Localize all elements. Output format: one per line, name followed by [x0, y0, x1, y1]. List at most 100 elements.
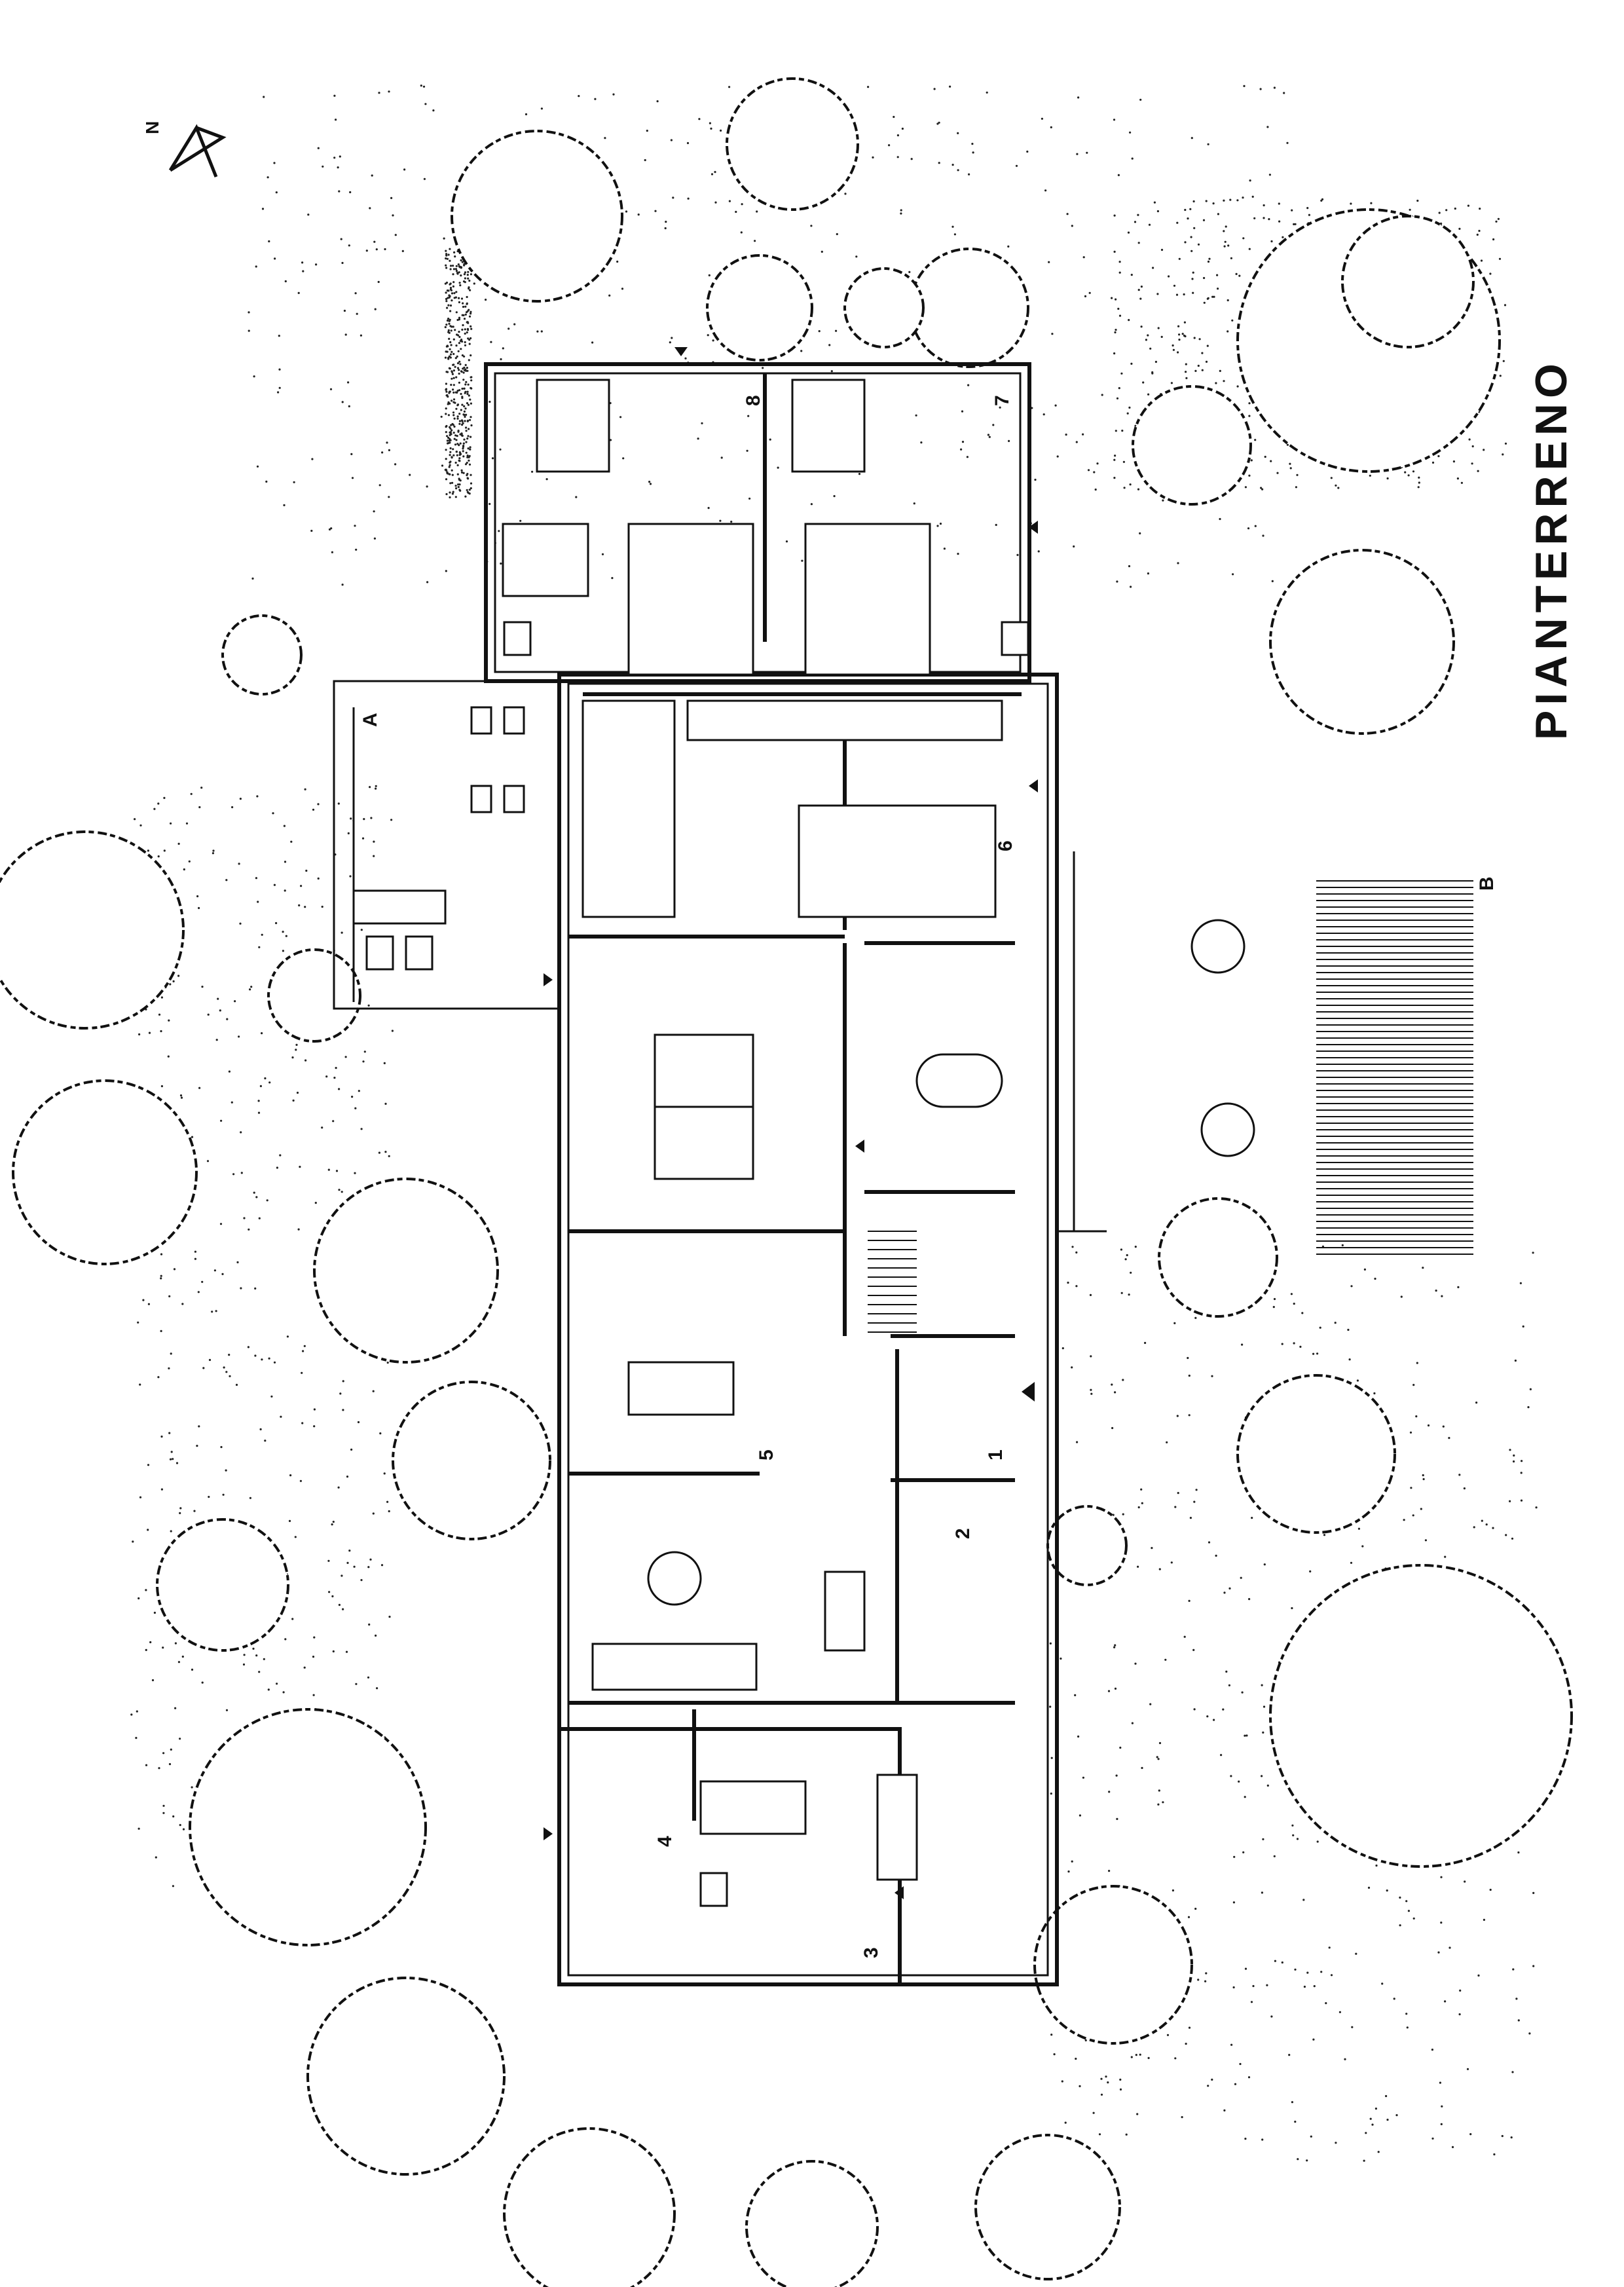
- stipple-dot: [331, 1523, 333, 1526]
- stipple-dot: [357, 1421, 360, 1424]
- stipple-dot: [384, 248, 386, 251]
- stipple-dot: [460, 370, 463, 373]
- stipple-dot: [293, 481, 295, 483]
- stipple-dot: [452, 424, 454, 426]
- stipple-dot: [445, 254, 448, 257]
- stipple-dot: [1050, 1757, 1053, 1759]
- stipple-dot: [1223, 230, 1225, 232]
- stipple-dot: [177, 975, 180, 977]
- stipple-dot: [992, 424, 995, 426]
- stipple-dot: [466, 303, 468, 305]
- stipple-dot: [1007, 245, 1010, 248]
- stipple-dot: [139, 1496, 142, 1498]
- stipple-dot: [1205, 1972, 1208, 1975]
- stipple-dot: [451, 429, 453, 432]
- stipple-dot: [1244, 1967, 1247, 1970]
- stipple-dot: [1466, 2068, 1469, 2070]
- stipple-dot: [1463, 1487, 1466, 1490]
- stipple-dot: [170, 1530, 172, 1533]
- stipple-dot: [363, 1051, 366, 1053]
- stipple-dot: [452, 363, 455, 366]
- stipple-dot: [1335, 484, 1337, 487]
- stipple-dot: [464, 271, 467, 274]
- stipple-dot: [1147, 334, 1149, 337]
- stipple-dot: [138, 1033, 141, 1035]
- stipple-dot: [1116, 397, 1119, 400]
- stipple-dot: [1250, 459, 1253, 462]
- stipple-dot: [1183, 334, 1186, 337]
- stipple-dot: [1252, 1984, 1255, 1988]
- stipple-dot: [239, 922, 242, 925]
- stipple-dot: [1157, 1758, 1160, 1760]
- stipple-dot: [513, 323, 516, 325]
- stipple-dot: [291, 1618, 294, 1620]
- stipple-dot: [198, 1087, 201, 1089]
- stipple-dot: [208, 1496, 210, 1498]
- stipple-dot: [381, 451, 384, 454]
- stipple-dot: [447, 304, 450, 307]
- stipple-dot: [370, 817, 373, 819]
- stipple-dot: [1416, 1362, 1418, 1364]
- stipple-dot: [1195, 1489, 1198, 1491]
- stipple-dot: [225, 879, 228, 882]
- stipple-dot: [1532, 1965, 1535, 1967]
- stipple-dot: [463, 410, 466, 413]
- stipple-dot: [1306, 207, 1309, 210]
- stipple-dot: [469, 289, 471, 291]
- stipple-dot: [1114, 1644, 1116, 1646]
- stipple-dot: [1261, 1775, 1263, 1777]
- stipple-dot: [286, 1335, 289, 1338]
- stipple-dot: [321, 1126, 323, 1129]
- stipple-dot: [714, 171, 716, 174]
- stipple-dot: [449, 447, 452, 450]
- stipple-dot: [449, 268, 452, 270]
- stipple-dot: [710, 127, 712, 130]
- stipple-dot: [254, 1354, 257, 1357]
- stipple-dot: [447, 253, 450, 256]
- stipple-dot: [1065, 434, 1067, 436]
- stipple-dot: [1312, 2038, 1315, 2041]
- stipple-dot: [194, 1257, 196, 1260]
- stipple-dot: [327, 1559, 330, 1562]
- stipple-dot: [461, 396, 464, 398]
- stipple-dot: [1050, 2034, 1053, 2036]
- stipple-dot: [1239, 2062, 1242, 2066]
- stipple-dot: [339, 155, 341, 158]
- stipple-dot: [1115, 298, 1117, 301]
- stipple-dot: [369, 786, 371, 789]
- stipple-dot: [1238, 1780, 1240, 1783]
- stipple-dot: [1197, 1979, 1200, 1981]
- stipple-dot: [1114, 455, 1116, 457]
- stipple-dot: [337, 1486, 340, 1489]
- stipple-dot: [1201, 352, 1204, 354]
- stipple-dot: [1139, 297, 1142, 300]
- stipple-dot: [1188, 2026, 1191, 2029]
- stipple-dot: [1131, 157, 1134, 160]
- stipple-dot: [1166, 2034, 1170, 2036]
- stipple-dot: [420, 84, 422, 87]
- tree-icon: [189, 1708, 427, 1946]
- stipple-dot: [1407, 474, 1410, 477]
- stipple-dot: [1147, 393, 1150, 396]
- stipple-dot: [302, 1350, 304, 1352]
- stipple-dot: [256, 465, 259, 468]
- stipple-dot: [1467, 204, 1469, 207]
- stipple-dot: [957, 553, 959, 555]
- stipple-dot: [1149, 347, 1152, 350]
- stipple-dot: [697, 437, 699, 440]
- stipple-dot: [1471, 462, 1473, 465]
- stipple-dot: [470, 424, 473, 427]
- stipple-dot: [247, 1346, 249, 1348]
- stipple-dot: [351, 1096, 354, 1098]
- stipple-dot: [1071, 1246, 1074, 1248]
- stipple-dot: [1183, 293, 1185, 296]
- stipple-dot: [489, 502, 491, 506]
- stipple-dot: [1519, 1282, 1522, 1284]
- stipple-dot: [1489, 1888, 1492, 1891]
- tree-icon: [1132, 385, 1252, 506]
- stipple-dot: [1504, 442, 1507, 445]
- stipple-dot: [360, 929, 363, 931]
- stipple-dot: [545, 478, 548, 481]
- stipple-dot: [386, 1500, 389, 1503]
- stipple-dot: [294, 1536, 297, 1538]
